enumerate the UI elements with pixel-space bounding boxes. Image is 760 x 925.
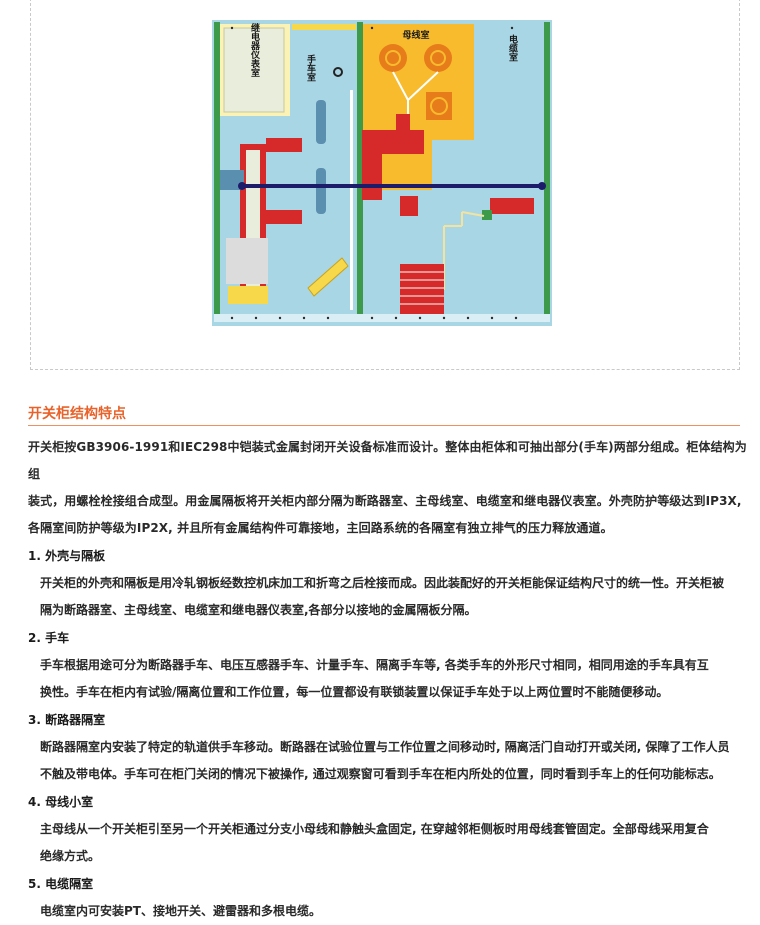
intro-line: 开关柜按GB3906-1991和IEC298中铠装式金属封闭开关设备标准而设计。…	[28, 440, 747, 481]
item-heading: 1. 外壳与隔板	[28, 549, 106, 563]
cart-block	[220, 170, 244, 190]
section-title: 开关柜结构特点	[28, 406, 126, 422]
rivets	[230, 26, 518, 320]
cart-base	[226, 238, 268, 284]
label-cable-room: 电缆室	[507, 33, 518, 61]
intro-line: 装式，用螺栓栓接组合成型。用金属隔板将开关柜内部分隔为断路器室、主母线室、电缆室…	[28, 494, 742, 508]
item-line: 换性。手车在柜内有试验/隔离位置和工作位置，每一位置都设有联锁装置以保证手车处于…	[40, 685, 669, 699]
item-line: 不触及带电体。手车可在柜门关闭的情况下被操作, 通过观察窗可看到手车在柜内所处的…	[40, 767, 721, 781]
busbar-2	[424, 44, 452, 72]
contact-lower	[316, 168, 326, 214]
cable-room-bg	[474, 24, 544, 314]
item-line: 开关柜的外壳和隔板是用冷轧钢板经数控机床加工和折弯之后栓接而成。因此装配好的开关…	[40, 576, 725, 590]
branch-tail	[400, 196, 418, 216]
frame-right	[544, 22, 550, 322]
item-heading: 3. 断路器隔室	[28, 713, 106, 727]
relay-room-panel	[223, 27, 285, 113]
item-line: 手车根据用途可分为断路器手车、电压互感器手车、计量手车、隔离手车等, 各类手车的…	[40, 658, 709, 672]
item-line: 绝缘方式。	[40, 849, 101, 863]
indicator	[333, 67, 343, 77]
branch-stem	[362, 154, 382, 200]
earth-switch	[490, 198, 534, 214]
label-cart-room: 手车室	[305, 53, 316, 81]
label-busbar-room: 母线室	[402, 29, 429, 41]
shutter	[350, 90, 353, 310]
interlock-shaft	[242, 184, 542, 188]
frame-left	[214, 22, 220, 322]
item-line: 隔为断路器室、主母线室、电缆室和继电器仪表室,各部分以接地的金属隔板分隔。	[40, 603, 477, 617]
title-rule	[28, 425, 740, 426]
cart-room-top	[292, 24, 356, 30]
busbar-3	[426, 92, 452, 120]
item-line: 断路器隔室内安装了特定的轨道供手车移动。断路器在试验位置与工作位置之间移动时, …	[40, 740, 730, 754]
figure-frame	[30, 0, 740, 370]
breaker-arm-bottom	[266, 210, 302, 224]
item-heading: 2. 手车	[28, 631, 70, 645]
item-line: 主母线从一个开关柜引至另一个开关柜通过分支小母线和静触头盒固定, 在穿越邻柜侧板…	[40, 822, 709, 836]
busbar-1	[379, 44, 407, 72]
label-relay-room: 继电器仪表室	[249, 22, 261, 77]
breaker-arm-top	[266, 138, 302, 152]
operating-handle	[307, 257, 349, 297]
cart-wheel-box	[228, 286, 268, 304]
body-text: 开关柜按GB3906-1991和IEC298中铠装式金属封闭开关设备标准而设计。…	[28, 434, 748, 925]
frame-divider	[357, 22, 363, 322]
item-heading: 5. 电缆隔室	[28, 877, 94, 891]
switchgear-diagram: 继电器仪表室 手车室 母线室 电缆室	[212, 20, 552, 326]
contact-upper	[316, 100, 326, 144]
branch-top	[362, 130, 424, 154]
base-stripe	[214, 314, 550, 322]
item-line: 电缆室内可安装PT、接地开关、避雷器和多根电缆。	[40, 904, 321, 918]
intro-line: 各隔室间防护等级为IP2X, 并且所有金属结构件可靠接地，主回路系统的各隔室有独…	[28, 521, 613, 535]
item-heading: 4. 母线小室	[28, 795, 94, 809]
